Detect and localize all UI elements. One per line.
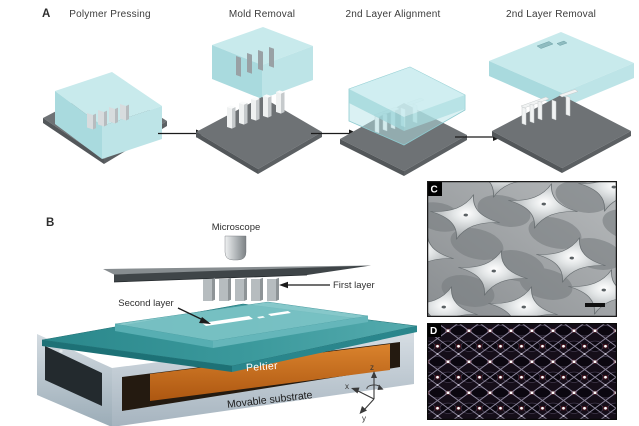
xyz-axes-icon: z x y bbox=[345, 363, 384, 423]
illustration-polymer-pressing bbox=[43, 72, 167, 164]
panel-a-label: A bbox=[42, 8, 50, 20]
peltier-block bbox=[150, 344, 390, 401]
first-layer-annotation: First layer bbox=[279, 280, 375, 291]
step-title-2nd-layer-alignment: 2nd Layer Alignment bbox=[346, 9, 441, 20]
second-layer-label: Second layer bbox=[118, 298, 173, 309]
step-title-2nd-layer-removal: 2nd Layer Removal bbox=[506, 9, 596, 20]
movable-substrate-assembly: Peltier bbox=[37, 301, 418, 426]
microscope-objective: Microscope bbox=[212, 222, 261, 261]
first-layer-label: First layer bbox=[333, 280, 375, 291]
axis-y-label: y bbox=[362, 414, 366, 423]
illustration-2nd-layer-removal bbox=[489, 32, 634, 173]
axis-x-label: x bbox=[345, 382, 349, 391]
microscope-label: Microscope bbox=[212, 222, 261, 233]
panel-d-label: D bbox=[430, 326, 437, 337]
step-title-mold-removal: Mold Removal bbox=[229, 9, 295, 20]
mold-cavities bbox=[236, 47, 274, 77]
released-letter-structures bbox=[520, 89, 579, 126]
peltier-label: Peltier bbox=[246, 360, 279, 374]
panel-b-label: B bbox=[46, 217, 54, 229]
sem-micrograph-panel: C bbox=[427, 181, 617, 317]
second-layer-annotation: Second layer bbox=[118, 298, 211, 324]
scale-bar bbox=[585, 303, 605, 307]
second-layer-slab bbox=[114, 301, 369, 348]
axis-z-label: z bbox=[370, 363, 374, 372]
optical-micrograph-panel: D bbox=[427, 323, 617, 420]
slab-notches bbox=[536, 40, 568, 49]
microscope-icon bbox=[224, 235, 247, 261]
illustration-mold-removal bbox=[196, 27, 322, 174]
first-layer-pillars bbox=[203, 277, 279, 301]
panel-c-label: C bbox=[431, 185, 438, 196]
step-title-polymer-pressing: Polymer Pressing bbox=[69, 9, 151, 20]
mold-pillars bbox=[87, 104, 129, 130]
first-layer-plate bbox=[103, 265, 371, 301]
illustration-2nd-layer-alignment bbox=[340, 66, 467, 176]
imprinted-pillars bbox=[227, 90, 285, 129]
